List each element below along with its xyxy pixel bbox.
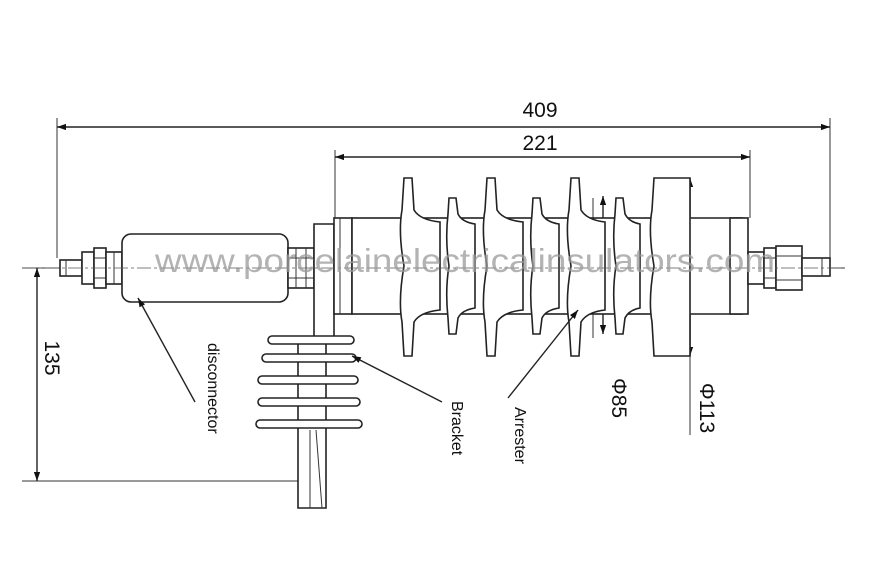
- bracket: [255, 223, 363, 509]
- bracket-leader: [351, 355, 443, 403]
- disconnector-label: disconnector: [204, 343, 221, 434]
- dim-core-diameter: Φ85: [607, 378, 630, 418]
- disconnector-leader: [137, 297, 196, 403]
- dim-insulator-length: 221: [522, 132, 557, 155]
- watermark: www.porcelainelectricalinsulators.com: [154, 242, 775, 279]
- leader-lines: [137, 297, 579, 403]
- arrester-label: Arrester: [511, 407, 528, 465]
- dim-shed-diameter: Φ113: [695, 383, 718, 433]
- arrester-leader: [507, 309, 579, 399]
- dim-overall-length: 409: [522, 99, 557, 122]
- dim-height-to-bracket: 135: [40, 340, 63, 375]
- bracket-label: Bracket: [448, 401, 465, 456]
